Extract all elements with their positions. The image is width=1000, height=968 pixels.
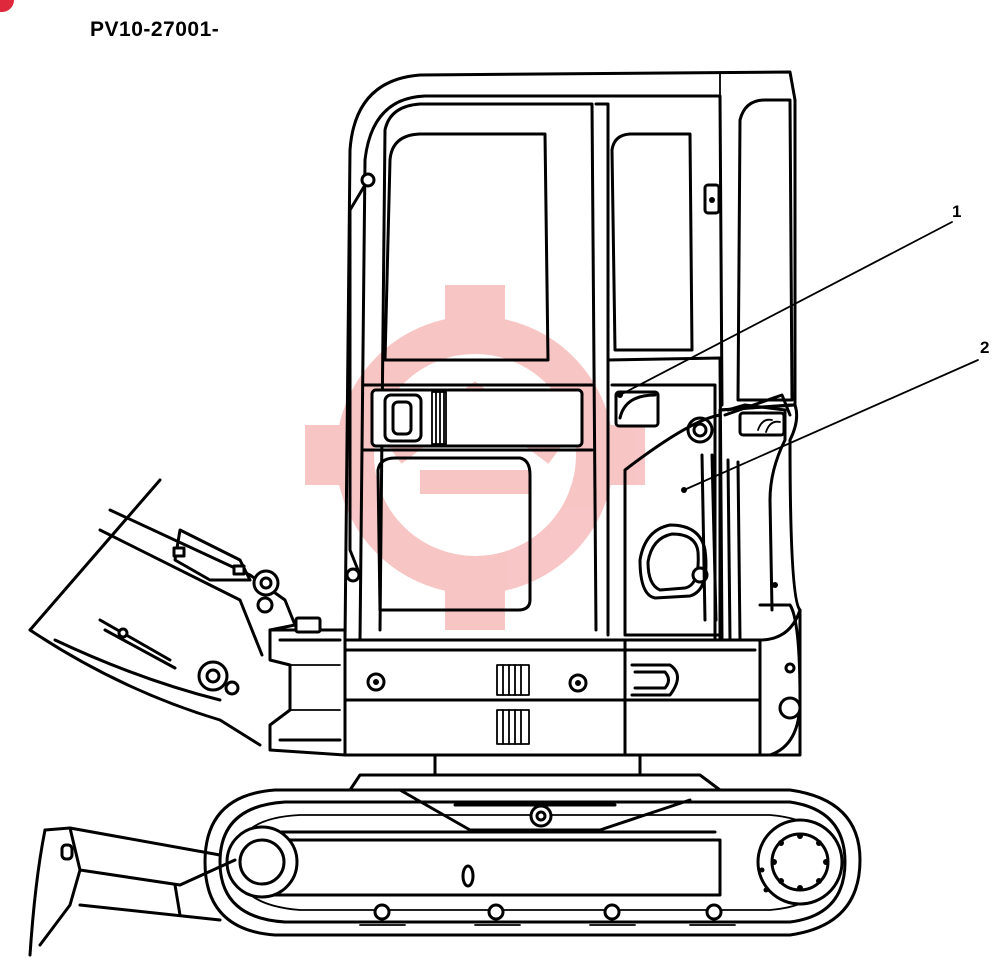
hinge-icon bbox=[738, 411, 786, 437]
callout-2-label: 2 bbox=[980, 338, 990, 357]
boom-bracket bbox=[28, 478, 347, 757]
dozer-blade bbox=[28, 826, 237, 957]
latch-icon bbox=[431, 391, 447, 445]
part-code-label: PV10-27001- bbox=[90, 18, 220, 41]
undercarriage bbox=[203, 788, 862, 937]
upper-frame bbox=[343, 603, 802, 792]
sprocket-icon bbox=[756, 818, 844, 906]
vent-grille-icon bbox=[496, 664, 530, 745]
cab bbox=[343, 70, 797, 642]
callout-1-label: 1 bbox=[952, 202, 962, 221]
leader-lines bbox=[617, 221, 979, 493]
side-body bbox=[606, 356, 802, 642]
